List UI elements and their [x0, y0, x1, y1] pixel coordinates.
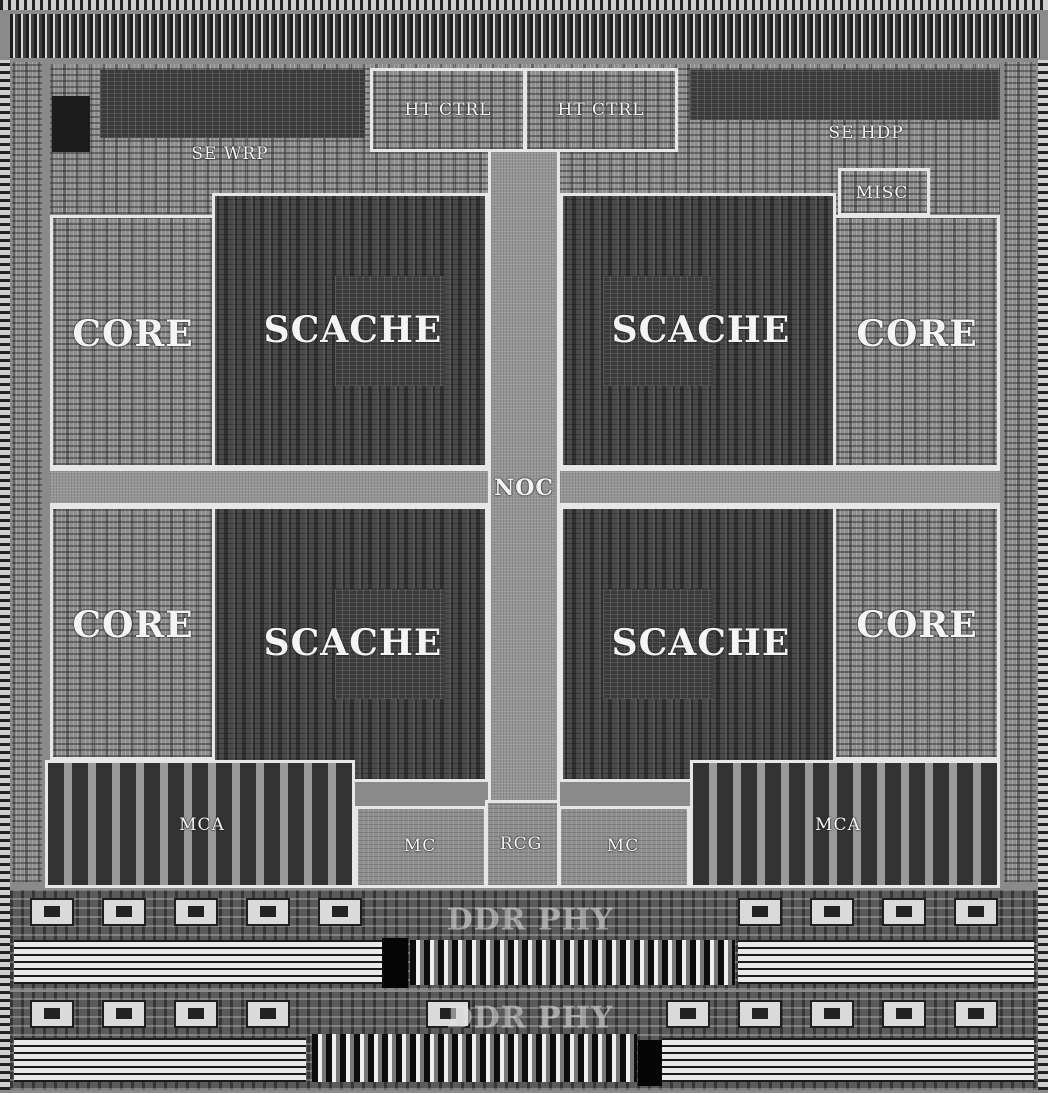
ddr-pad-cell	[882, 898, 926, 926]
misc-label: MISC	[855, 183, 909, 203]
ddr-dark-gap-bottom	[638, 1040, 662, 1086]
misc-block	[838, 168, 930, 216]
core-top-right-label: CORE	[856, 313, 978, 355]
scache-top-right	[560, 193, 836, 468]
ddr-pad-cell	[810, 898, 854, 926]
core-bottom-right	[833, 506, 1000, 760]
scache-bottom-left-subarray	[335, 589, 445, 699]
core-bottom-left	[50, 506, 215, 760]
ddr-pad-cell	[102, 1000, 146, 1028]
ddr-driver-strip-left-top	[14, 940, 394, 984]
ddr-pad-cell	[318, 898, 362, 926]
ht-ctrl-left-label: HT CTRL	[404, 100, 492, 120]
mca-left	[45, 760, 355, 888]
core-bottom-left-label: CORE	[72, 604, 194, 646]
scache-bottom-left-label: SCACHE	[263, 622, 443, 664]
top-right-memory-array	[690, 70, 1000, 120]
ddr-pad-cell	[30, 1000, 74, 1028]
ddr-pad-cell	[30, 898, 74, 926]
ddr-pad-cell	[426, 1000, 470, 1028]
core-bottom-right-label: CORE	[856, 604, 978, 646]
scache-top-right-subarray	[603, 276, 713, 386]
mca-right-label: MCA	[815, 815, 861, 835]
ddr-pad-cell	[954, 898, 998, 926]
right-edge-strip	[1038, 60, 1048, 1090]
ddr-pad-cell	[102, 898, 146, 926]
top-left-memory-array	[100, 70, 365, 138]
mca-left-label: MCA	[179, 815, 225, 835]
right-io-column	[1004, 62, 1036, 882]
ht-ctrl-right-label: HT CTRL	[557, 100, 645, 120]
ddr-driver-strip-right-top	[738, 940, 1034, 984]
top-left-dark-block	[52, 96, 90, 152]
left-edge-strip	[0, 60, 10, 1090]
ddr-pad-cell	[810, 1000, 854, 1028]
rcg-label: RCG	[499, 834, 543, 854]
top-io-ring	[10, 14, 1040, 58]
scache-top-left-subarray	[335, 276, 445, 386]
scache-bottom-right-subarray	[603, 589, 713, 699]
ddr-pad-cell	[954, 1000, 998, 1028]
ddr-driver-strip-left-bottom	[14, 1038, 306, 1082]
left-io-column	[12, 62, 42, 882]
mca-right	[690, 760, 1000, 888]
rcg-block	[485, 800, 560, 888]
noc-vertical-bus	[488, 152, 560, 802]
se-wrp-label: SE WRP	[191, 144, 269, 164]
ddr-pad-cell	[882, 1000, 926, 1028]
ddr-driver-strip-right-bottom	[662, 1038, 1034, 1082]
ddr-pad-cell	[738, 1000, 782, 1028]
ddr-phy-bottom-bar	[312, 1034, 637, 1082]
scache-top-left	[212, 193, 488, 468]
core-top-left	[50, 215, 215, 468]
core-top-left-label: CORE	[72, 313, 194, 355]
scache-top-left-label: SCACHE	[263, 309, 443, 351]
ddr-dark-gap-top	[382, 938, 408, 988]
ddr-pad-cell	[174, 898, 218, 926]
ddr-pad-cell	[174, 1000, 218, 1028]
mc-right	[558, 806, 690, 888]
ddr-phy-bottom-label: DDR PHY	[446, 1000, 614, 1036]
noc-label: NOC	[494, 475, 554, 501]
mc-left	[355, 806, 487, 888]
scache-bottom-right	[560, 506, 836, 782]
ddr-phy-top-bar	[410, 940, 735, 985]
ddr-pad-cell	[246, 898, 290, 926]
ddr-pad-cell	[246, 1000, 290, 1028]
scache-bottom-left	[212, 506, 488, 782]
scache-bottom-right-label: SCACHE	[611, 622, 791, 664]
scache-top-right-label: SCACHE	[611, 309, 791, 351]
mc-left-label: MC	[403, 836, 437, 856]
ddr-pad-cell	[666, 1000, 710, 1028]
se-hdp-label: SE HDP	[828, 123, 904, 143]
core-top-right	[833, 215, 1000, 468]
top-edge-strip	[0, 0, 1048, 10]
ddr-phy-top-label: DDR PHY	[446, 902, 614, 938]
ht-ctrl-right-block	[524, 68, 678, 152]
mc-right-label: MC	[606, 836, 640, 856]
ddr-pad-cell	[738, 898, 782, 926]
